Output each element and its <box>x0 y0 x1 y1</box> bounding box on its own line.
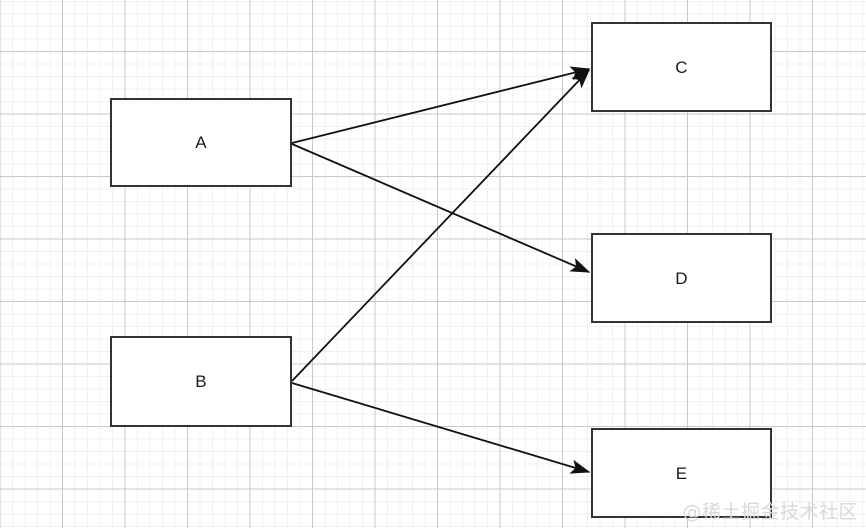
node-a-label: A <box>195 133 207 152</box>
edges-group <box>291 66 591 474</box>
edge-b-to-c <box>291 68 590 382</box>
edge-a-to-d <box>291 143 591 273</box>
node-e[interactable]: E <box>591 428 772 518</box>
edge-b-to-e <box>291 382 591 474</box>
node-a[interactable]: A <box>110 98 292 187</box>
node-b[interactable]: B <box>110 336 292 427</box>
node-d[interactable]: D <box>591 233 772 323</box>
node-d-label: D <box>675 268 688 288</box>
watermark-text: @稀土掘金技术社区 <box>682 501 858 523</box>
node-c-label: C <box>675 57 688 77</box>
edge-a-to-c <box>291 66 591 144</box>
node-c[interactable]: C <box>591 22 772 112</box>
node-e-label: E <box>675 463 688 483</box>
node-b-label: B <box>195 372 207 391</box>
